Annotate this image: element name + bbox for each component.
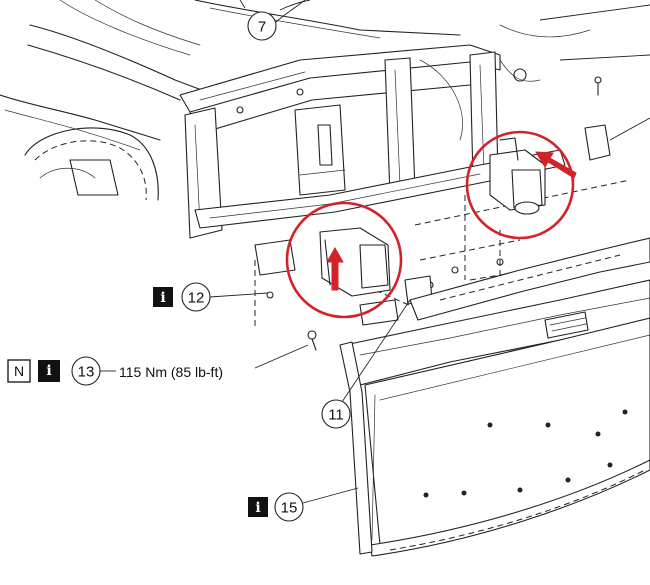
info-badge-12: i [160,290,165,306]
info-badge-13: i [46,363,51,379]
arrow-diagonal-indicator [535,151,577,179]
callout-7-number: 7 [258,19,266,36]
valance-fasteners [423,409,628,498]
callout-12: i 12 [153,282,269,312]
callout-13-number: 13 [78,364,95,381]
callout-12-number: 12 [188,290,205,307]
front-bumper [339,237,650,557]
info-icon [153,287,173,307]
vehicle-front-structure [0,0,650,489]
callout-13: N i 13 115 Nm (85 lb-ft) [7,344,309,386]
callout-15-number: 15 [281,500,298,517]
callout-11-number: 11 [328,407,344,424]
torque-spec-13: 115 Nm (85 lb-ft) [119,364,223,380]
callout-15: i 15 [248,487,359,522]
new-badge-13: N [14,363,24,379]
callout-7: 7 [239,0,311,41]
arrow-up-indicator [326,246,344,291]
info-icon [248,497,268,517]
new-part-icon [7,359,31,383]
highlight-right-tow-hook [465,130,577,240]
highlight-left-tow-hook [285,201,403,319]
info-badge-15: i [255,500,260,516]
info-icon [38,360,60,382]
callout-11: 11 [321,299,411,429]
